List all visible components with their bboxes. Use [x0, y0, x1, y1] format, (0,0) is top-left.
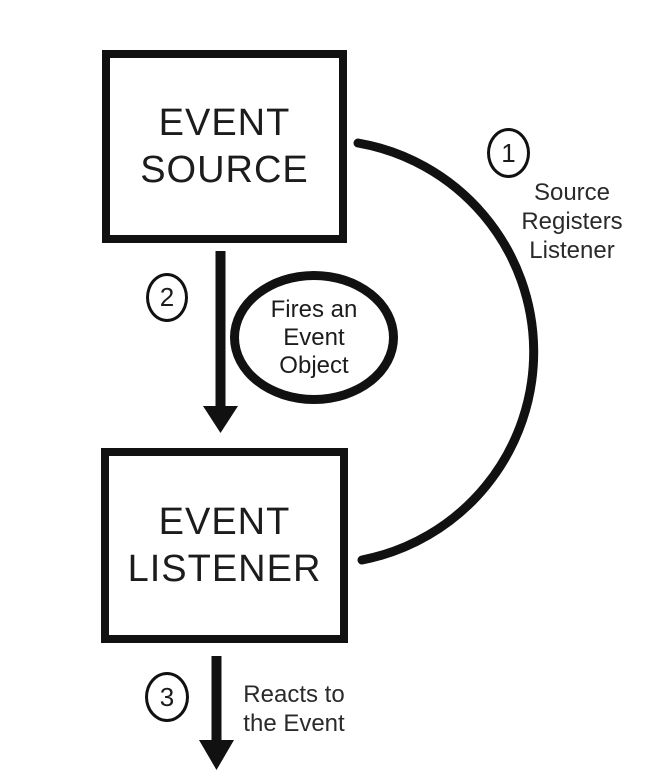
step-3-number: 3 [159, 681, 175, 712]
event-object-label: Fires an Event Object [270, 295, 358, 379]
event-source-label: EVENT SOURCE [140, 101, 309, 191]
reacts-arrow [199, 656, 234, 770]
fires-event-arrow [203, 251, 238, 433]
step-1-label: Source Registers Listener [521, 179, 623, 264]
event-listener-label: EVENT LISTENER [127, 500, 322, 590]
step-3-badge: 3 [145, 672, 189, 722]
step-1-number: 1 [501, 137, 516, 168]
reacts-arrowhead [199, 740, 234, 770]
event-source-box: EVENT SOURCE [102, 50, 347, 243]
event-object-ellipse: Fires an Event Object [230, 271, 398, 404]
step-2-number: 2 [159, 282, 175, 312]
register-listener-arc [353, 138, 539, 565]
step-1-badge: 1 [487, 128, 530, 178]
event-listener-box: EVENT LISTENER [101, 448, 348, 643]
fires-event-arrowhead [203, 406, 238, 433]
step-2-badge: 2 [146, 273, 188, 322]
step-3-label: Reacts to the Event [243, 681, 345, 737]
